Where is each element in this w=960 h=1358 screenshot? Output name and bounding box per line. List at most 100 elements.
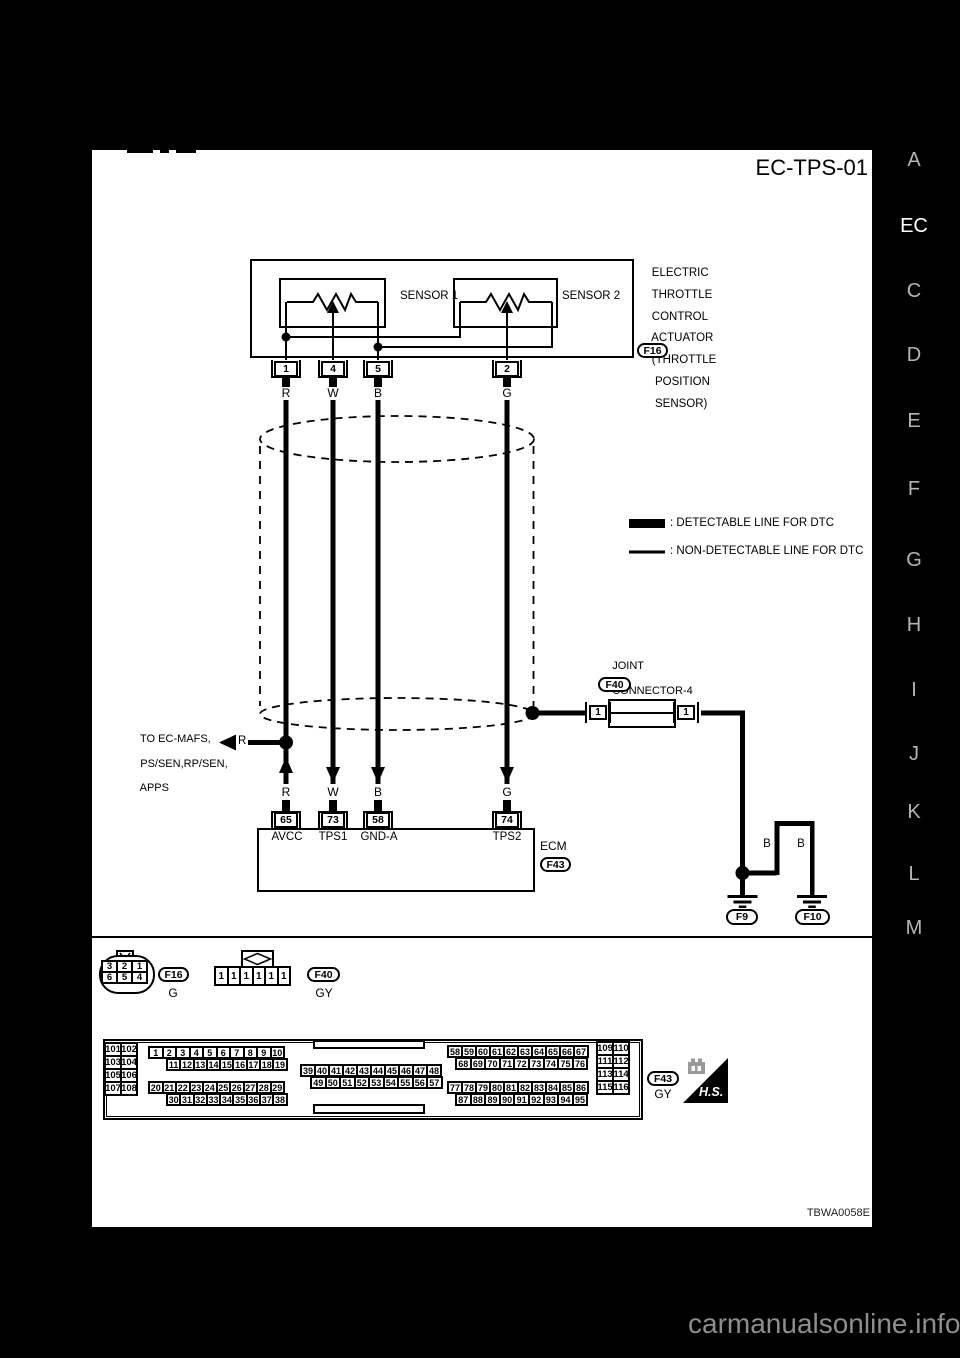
tab-k[interactable]: K [907,801,921,823]
legend-thin-bar [629,550,665,554]
sensor1-wiper-arrow [327,301,339,313]
shield-junction-dot [525,706,540,720]
sensor1-box [279,278,386,328]
actuator-pin4-bracket [318,360,348,378]
tab-g[interactable]: G [906,549,922,571]
watermark: carmanualsonline.info [688,1308,960,1339]
wire-g-arrow-down [500,767,514,783]
ground-wire-b-right: B [797,838,805,850]
legend-detectable: : DETECTABLE LINE FOR DTC [670,517,835,529]
actuator-pin2-bracket [492,360,522,378]
tab-m[interactable]: M [905,917,923,939]
sensor2-label: SENSOR 2 [562,290,621,302]
page-title: EC-TPS-01 [755,155,868,180]
ecm-wire-g: G [502,785,512,799]
wire-b [375,400,381,784]
wire-r [283,400,289,784]
ecm-wire-r: R [281,785,291,799]
wire-color-w: W [327,386,339,400]
legend-non-detectable: : NON-DETECTABLE LINE FOR DTC [670,545,864,557]
tab-c[interactable]: C [906,280,922,302]
cross-line-gnd [378,302,553,348]
wire-g [504,400,510,784]
f40-view-color: GY [315,986,333,1000]
f43-view-ref: F43 [647,1071,679,1086]
ecm-pin65: 65 [274,812,298,828]
branch-line [248,740,282,745]
ground-ref-f9: F9 [726,909,758,925]
tab-h[interactable]: H [906,614,922,636]
ecm-pin73: 73 [321,812,345,828]
tab-a[interactable]: A [907,149,921,171]
sensor2-resistor [460,291,552,313]
tab-i[interactable]: I [911,679,917,701]
ecm-label: ECM [540,839,567,853]
f43-view-color: GY [654,1087,672,1101]
tab-e[interactable]: E [907,410,921,432]
tab-f[interactable]: F [907,478,921,500]
actuator-pin5: 5 [366,361,390,377]
actuator-pin5-bracket [363,360,393,378]
ground-drop-line [740,713,745,875]
shield-line [539,710,586,716]
sensor2-wiper-arrow [501,301,513,313]
f40-view-ref: F40 [307,967,340,982]
ecm-pin65-name: AVCC [271,831,303,843]
branch-wire-color: R [238,735,247,747]
wire-w [330,400,336,784]
connector-ref-f43: F43 [540,857,571,872]
joint-connector-label: JOINT CONNECTOR-4 [612,659,693,697]
junction-dot [281,332,291,342]
wire-b-arrow-down [371,767,385,783]
cross-line-avcc [286,302,461,338]
f43-top-tab [313,1040,425,1049]
scan-artifact [127,146,153,153]
diagram-code: TBWA0058E [806,1207,870,1219]
junction-dot [373,342,383,352]
actuator-pin4: 4 [321,361,345,377]
joint-pin-left: 1 [589,705,607,720]
ecm-pin73-name: TPS1 [318,831,348,843]
tab-ec-current[interactable]: EC [900,215,928,237]
branch-arrow-left [219,734,236,751]
ground-ref-f10: F10 [795,909,830,925]
ecm-wire-b: B [373,785,382,799]
tab-j[interactable]: J [909,743,919,765]
wire-color-b: B [373,386,382,400]
actuator-pin1: 1 [274,361,298,377]
ecm-wire-w: W [327,785,339,799]
tab-d[interactable]: D [906,344,922,366]
ecm-pin74-name: TPS2 [492,831,522,843]
f43-bottom-tab [313,1104,425,1114]
tab-l[interactable]: L [908,863,920,885]
f16-view-color: G [168,986,178,1000]
scan-artifact [160,147,169,153]
wire-r-arrow-up [279,757,293,773]
actuator-pin1-bracket [271,360,301,378]
legend-thick-bar [629,519,665,528]
joint-pin-left-bracket [585,702,611,723]
section-divider [92,936,872,938]
branch-destination: TO EC-MAFS, PS/SEN,RP/SEN, APPS [139,733,228,795]
ecm-box [257,828,535,892]
ecm-pin58: 58 [366,812,390,828]
sensor1-resistor [287,291,378,313]
hs-logo: H.S. [683,1058,728,1103]
joint-pin-right: 1 [677,705,695,720]
connector-ref-f16: F16 [637,343,668,358]
scan-artifact [176,146,196,153]
ecm-pin58-name: GND-A [360,831,398,843]
